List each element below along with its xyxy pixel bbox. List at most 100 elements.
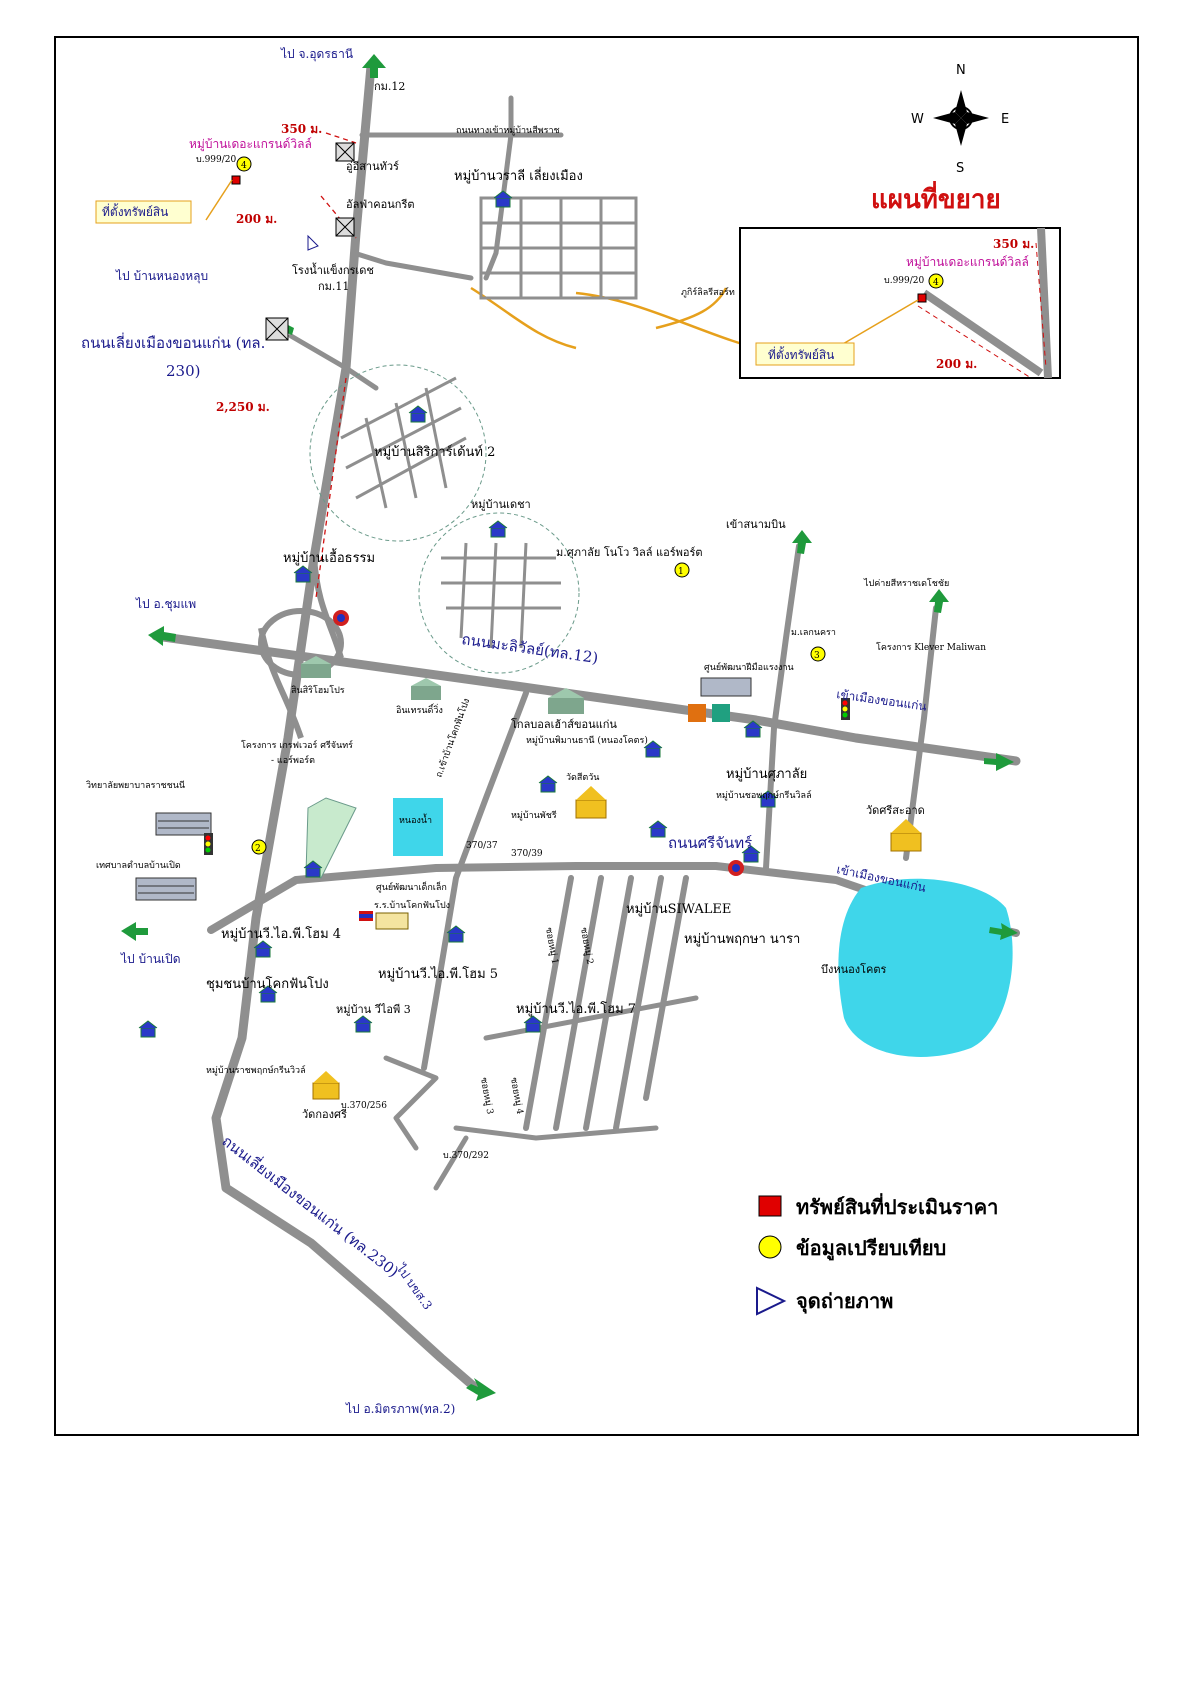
label-phruksa: หมู่บ้านพฤกษา นารา	[684, 932, 800, 947]
label-plot-370-39: 370/39	[511, 849, 543, 859]
label-bypass-1: ถนนเลี่ยงเมืองขอนแก่น (ทล.	[81, 332, 265, 352]
label-dist-350: 350 ม.	[281, 122, 322, 136]
label-grand-airport-1: โครงการ เกรฟเวอร์ ศรีจันทร์	[241, 739, 353, 751]
flag-icon	[359, 911, 373, 921]
village-grid-decha	[441, 542, 561, 649]
label-warali: หมู่บ้านวราลี เลี่ยงเมือง	[454, 167, 583, 184]
arrow-mittraphap	[466, 1378, 496, 1401]
label-nong-khot: บึงหนองโคตร	[821, 962, 887, 976]
comparison-marker-1	[674, 562, 690, 578]
label-grand-ville: หมู่บ้านเดอะแกรนด์วิลล์	[189, 137, 312, 152]
label-soi-1: ซอยหมู่ 1	[543, 927, 559, 965]
label-airport: เข้าสนามบิน	[726, 518, 786, 531]
label-soi-4: ซอยหมู่ 4	[508, 1077, 524, 1116]
inset-map	[739, 227, 1061, 379]
property-callout-box	[95, 200, 192, 224]
label-intrawiwat: อินเทรนดิ์วิ่ง	[396, 703, 443, 716]
label-klever: โครงการ Klever Maliwan	[876, 642, 986, 653]
label-ratchaphruek: หมู่บ้านราชพฤกษ์กรีนวิวล์	[206, 1064, 306, 1076]
label-khok-fan-pong: ชุมชนบ้านโคกฟันโปง	[206, 976, 329, 992]
compass-n: N	[956, 63, 966, 78]
house-clusters	[138, 190, 778, 1038]
gas-station-icon-2	[728, 860, 744, 876]
label-alpha-concrete: อัลฟ่าคอนกรีต	[346, 198, 415, 211]
label-soi-3: ซอยหมู่ 3	[478, 1077, 494, 1116]
label-wat-kong-si: วัดกองศรี	[302, 1108, 347, 1121]
pond	[393, 798, 443, 856]
label-plot-370-292: บ.370/292	[443, 1151, 489, 1161]
label-km12: กม.12	[374, 80, 405, 93]
label-to-ban-pet: ไป บ้านเปิด	[120, 952, 181, 966]
building-icon-welfare	[700, 677, 752, 697]
warehouse-icon-intrawiwat	[411, 678, 441, 700]
school-icon	[375, 912, 409, 930]
label-marker-3: 3	[814, 651, 820, 661]
label-nursing-college: วิทยาลัยพยาบาลราชชนนี	[86, 780, 185, 791]
label-sirigarden: หมู่บ้านสิริการ์เด้นท์ 2	[374, 444, 495, 460]
legend-comparison-label: ข้อมูลเปรียบเทียบ	[796, 1236, 946, 1262]
photo-point-icon	[307, 234, 319, 251]
arrow-ban-pet	[121, 922, 148, 941]
label-vip3: หมู่บ้าน วีไอพี 3	[336, 1003, 411, 1016]
label-grand-airport-2: - แอร์พอร์ต	[271, 754, 315, 766]
road-network	[151, 61, 1021, 1395]
label-plot-370-256: บ.370/256	[341, 1101, 387, 1111]
label-to-chumphae: ไป อ.ชุมแพ	[135, 597, 196, 612]
traffic-light-icon-2	[204, 833, 213, 855]
map-frame: แผนที่ขยาย N S E W 350 ม. หมู่บ้านเดอะแก…	[54, 36, 1139, 1436]
label-ice-factory: โรงน้ำแข็งกรเดช	[292, 262, 374, 277]
inset-dist-top: 350 ม.	[993, 237, 1034, 251]
temple-icon-si-wan	[575, 786, 607, 819]
compass-e: E	[1001, 112, 1009, 127]
inset-village: หมู่บ้านเดอะแกรนด์วิลล์	[906, 255, 1029, 270]
arrow-airport	[792, 530, 812, 554]
label-decha: หมู่บ้านเดชา	[471, 498, 531, 511]
village-area-sirigarden	[309, 364, 487, 542]
label-phatcharee: หมู่บ้านพัชรี	[511, 810, 557, 821]
asset-marker	[231, 175, 241, 185]
label-km11: กม.11	[318, 280, 349, 293]
compass-rose	[933, 90, 989, 146]
building-icon-nursing	[155, 812, 212, 836]
label-property-location: ที่ตั้งทรัพย์สิน	[102, 203, 168, 219]
map-canvas: แผนที่ขยาย N S E W 350 ม. หมู่บ้านเดอะแก…	[81, 47, 1061, 1416]
label-global-house: โกลบอลเฮ้าส์ขอนแก่น	[511, 717, 617, 731]
label-plot-370-37: 370/37	[466, 841, 498, 851]
temple-icon-kong-si	[312, 1071, 340, 1100]
comparison-marker-3	[810, 646, 826, 662]
project-plot-grand	[305, 797, 357, 879]
label-municipality: เทศบาลตำบลบ้านเปิด	[96, 860, 181, 871]
inset-callout-box	[755, 342, 855, 366]
label-welfare-center: ศูนย์พัฒนาฝีมือแรงงาน	[704, 661, 794, 673]
label-to-nong-hlub: ไป บ้านหนองหลุบ	[115, 269, 208, 284]
label-wat-si-sa-at: วัดศรีสะอาด	[866, 804, 925, 817]
legend-photo-label: จุดถ่ายภาพ	[796, 1289, 893, 1314]
arrow-chumphae	[148, 626, 176, 646]
label-marker-2: 2	[255, 844, 261, 854]
label-to-mittraphap: ไป อ.มิตรภาพ(ทล.2)	[345, 1402, 455, 1416]
label-dist-200: 200 ม.	[236, 212, 277, 226]
comparison-markers	[236, 156, 826, 855]
label-supalai-airport: ม.ศุภาลัย โนโว วิลล์ แอร์พอร์ต	[556, 545, 703, 559]
label-plot-999: บ.999/20	[196, 155, 237, 165]
legend	[756, 1195, 787, 1316]
label-dist-2250: 2,250 ม.	[216, 400, 270, 414]
warehouse-icon-global	[548, 688, 584, 714]
building-icon-municipality	[135, 877, 197, 901]
label-to-bks3: ไป บขส.3	[393, 1261, 435, 1312]
photo-points	[307, 234, 319, 251]
legend-photo-swatch	[756, 1286, 787, 1316]
inset-marker-num: 4	[933, 278, 939, 288]
label-vip4: หมู่บ้านวี.ไอ.พี.โฮม 4	[221, 926, 341, 942]
inset-comparison-marker	[928, 273, 944, 289]
compass-w: W	[911, 112, 924, 127]
arrow-army	[929, 589, 949, 613]
compass-s: S	[956, 161, 964, 176]
label-road-supharat: ถนนทางเข้าหมู่บ้านสีพราช	[456, 125, 560, 136]
label-pond: หนองน้ำ	[399, 813, 432, 826]
temple-icon-si-sa-at	[890, 819, 922, 852]
village-grid-warali	[479, 196, 638, 300]
label-greenville: หมู่บ้านชอพฤกษ์กรีนวิลล์	[716, 789, 812, 801]
direction-arrows	[121, 54, 1018, 1401]
arrow-khonkaen-2	[989, 923, 1018, 940]
